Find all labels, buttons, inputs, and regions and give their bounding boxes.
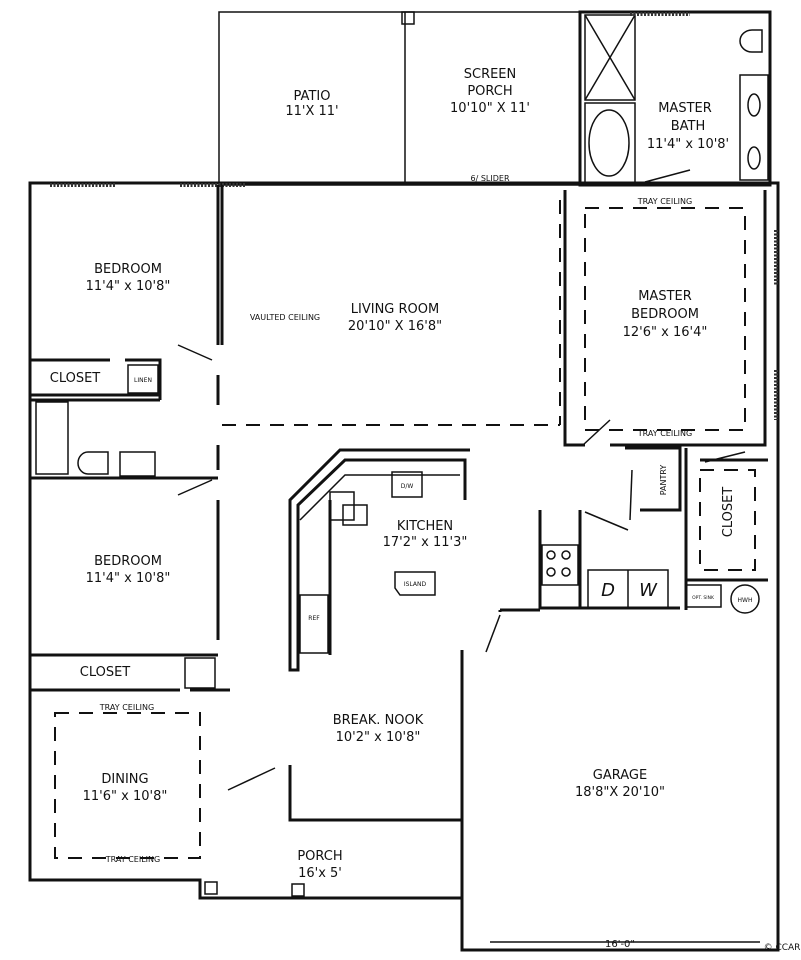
dishwasher-label: D/W <box>401 483 414 490</box>
break-nook-label: BREAK. NOOK <box>333 713 424 728</box>
master-closet-label: CLOSET <box>721 487 736 538</box>
screen-porch-label: SCREEN <box>464 67 517 82</box>
slider-note: 6/ SLIDER <box>471 174 510 183</box>
garage-size: 18'8"X 20'10" <box>575 785 665 800</box>
dining-size: 11'6" x 10'8" <box>83 789 168 804</box>
garage-width-dimension: 16'-0" <box>605 939 635 950</box>
dryer-label: D <box>601 580 615 601</box>
closet-2-label: CLOSET <box>80 665 131 680</box>
bedroom-1-label: BEDROOM <box>94 262 162 277</box>
ref-label: REF <box>308 615 320 622</box>
dining-label: DINING <box>101 772 148 787</box>
master-bath-size: 11'4" x 10'8' <box>647 137 729 152</box>
break-nook-size: 10'2" x 10'8" <box>336 730 421 745</box>
bedroom-2-size: 11'4" x 10'8" <box>86 571 171 586</box>
master-bath-label: MASTER <box>658 101 712 116</box>
tray-ceiling-note: TRAY CEILING <box>637 197 692 206</box>
patio-label: PATIO <box>294 89 331 104</box>
screen-porch-size: 10'10" X 11' <box>450 101 530 116</box>
opt-sink-label: OPT. SINK <box>692 595 715 601</box>
porch-size: 16'x 5' <box>298 866 342 881</box>
closet-label: CLOSET <box>50 371 101 386</box>
kitchen-size: 17'2" x 11'3" <box>383 535 468 550</box>
bedroom-1-size: 11'4" x 10'8" <box>86 279 171 294</box>
living-room-size: 20'10" X 16'8" <box>348 319 442 334</box>
linen-label: LINEN <box>134 377 152 384</box>
porch-label: PORCH <box>297 849 342 864</box>
vaulted-ceiling-note: VAULTED CEILING <box>250 313 320 322</box>
master-bedroom-size: 12'6" x 16'4" <box>623 325 708 340</box>
living-room-label: LIVING ROOM <box>351 302 439 317</box>
pantry-label: PANTRY <box>659 465 668 496</box>
tray-ceiling-note: TRAY CEILING <box>99 703 154 712</box>
screen-porch-label-2: PORCH <box>467 84 512 99</box>
washer-label: W <box>639 580 658 601</box>
island-label: ISLAND <box>404 581 427 588</box>
room-labels: PATIO 11'X 11' SCREEN PORCH 10'10" X 11'… <box>50 67 801 953</box>
ccar-watermark: © CCAR <box>764 943 801 953</box>
garage-label: GARAGE <box>593 768 647 783</box>
tray-ceiling-note: TRAY CEILING <box>105 855 160 864</box>
walls <box>28 10 780 952</box>
hwh-label: HWH <box>738 597 753 604</box>
master-bath-label-2: BATH <box>671 119 706 134</box>
patio-size: 11'X 11' <box>285 104 338 119</box>
kitchen-label: KITCHEN <box>397 519 453 534</box>
bedroom-2-label: BEDROOM <box>94 554 162 569</box>
tray-ceiling-note: TRAY CEILING <box>637 429 692 438</box>
master-bedroom-label-2: BEDROOM <box>631 307 699 322</box>
master-bedroom-label: MASTER <box>638 289 692 304</box>
